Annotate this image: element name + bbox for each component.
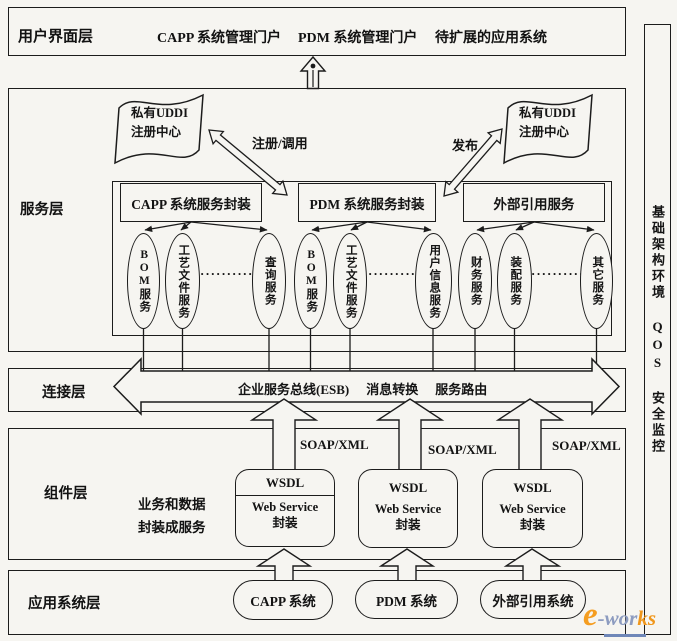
esb-route-label: 服务路由	[435, 382, 488, 397]
ellipsis-dots-1: ·············	[200, 266, 270, 281]
service-label: 工艺文件服务	[177, 243, 190, 319]
service-ellipse-process-file-2: 工艺文件服务	[333, 233, 367, 329]
service-label: 查询服务	[263, 256, 276, 306]
esb-text: 企业服务总线(ESB) 消息转换 服务路由	[238, 379, 487, 398]
service-label: 财务服务	[469, 256, 482, 306]
eworks-mid: -wor	[597, 606, 638, 630]
connection-layer-box	[8, 368, 626, 412]
box-to-service-lines	[144, 221, 595, 233]
wsdl-box-2: WSDL Web Service 封装	[358, 469, 458, 548]
application-layer-box	[8, 570, 626, 635]
wsdl-box-3: WSDL Web Service 封装	[482, 469, 583, 548]
soap-xml-label-3: SOAP/XML	[552, 438, 621, 453]
service-ellipse-other: 其它服务	[580, 233, 613, 329]
app-to-wsdl-arrows	[255, 548, 562, 582]
uddi-left-line2: 注册中心	[131, 125, 182, 139]
eworks-end: ks	[637, 606, 657, 630]
uddi-left-label: 私有UDDI 注册中心	[131, 104, 188, 142]
portal-pdm: PDM 系统管理门户	[298, 31, 418, 46]
uddi-right-label: 私有UDDI 注册中心	[519, 104, 576, 142]
ellipsis-dots-3: ·············	[531, 266, 601, 281]
infrastructure-bar-label: 基础架构环境 QOS 安全监控	[650, 204, 665, 455]
register-invoke-label: 注册/调用	[252, 136, 308, 151]
ui-layer-box	[8, 7, 626, 56]
eworks-underline	[604, 634, 646, 637]
eworks-e: e	[583, 597, 598, 633]
service-ellipse-assembly: 装配服务	[497, 233, 532, 329]
service-label: 用户信息服务	[428, 243, 441, 319]
service-to-esb-lines	[142, 328, 598, 371]
service-ellipse-user-info: 用户信息服务	[415, 233, 452, 329]
service-label: BOM服务	[138, 249, 151, 313]
ui-layer-label: 用户界面层	[18, 29, 94, 45]
connection-layer-label: 连接层	[42, 385, 86, 401]
service-ellipse-bom-2: BOM服务	[294, 233, 327, 329]
wsdl-to-esb-arrows	[249, 398, 565, 471]
service-layer-label: 服务层	[20, 202, 64, 218]
publish-arrow	[443, 128, 503, 197]
wsdl-line1: Web Service	[499, 502, 566, 516]
service-ellipse-bom-1: BOM服务	[127, 233, 160, 329]
capp-wrapper-box: CAPP 系统服务封装	[120, 183, 262, 222]
external-system: 外部引用系统	[480, 580, 586, 619]
service-label: 其它服务	[591, 256, 604, 306]
infrastructure-bar: 基础架构环境 QOS 安全监控	[644, 24, 671, 635]
wsdl-box-1: WSDL Web Service 封装	[235, 469, 335, 547]
service-label: 装配服务	[509, 256, 522, 306]
service-ellipse-query: 查询服务	[252, 233, 286, 329]
pdm-system: PDM 系统	[355, 580, 458, 619]
uddi-left-line1: 私有UDDI	[131, 106, 188, 120]
external-service-box: 外部引用服务	[463, 183, 605, 222]
eworks-watermark: e-works	[583, 599, 656, 632]
soap-xml-label-1: SOAP/XML	[300, 437, 369, 452]
component-desc-line1: 业务和数据	[138, 497, 206, 512]
ui-to-service-arrow	[299, 55, 327, 90]
service-ellipse-process-file-1: 工艺文件服务	[165, 233, 200, 329]
service-label: 工艺文件服务	[344, 243, 357, 319]
ellipsis-dots-2: ·············	[368, 266, 438, 281]
wsdl-line1: Web Service	[374, 502, 442, 516]
wsdl-line2: 封装	[519, 517, 545, 532]
uddi-right-shape	[503, 93, 593, 165]
capp-system: CAPP 系统	[233, 580, 333, 620]
service-ellipse-finance: 财务服务	[458, 233, 492, 329]
service-inner-box	[112, 181, 612, 336]
component-desc-line2: 封装成服务	[138, 520, 206, 535]
wsdl-line2: 封装	[395, 517, 421, 532]
wsdl-title: WSDL	[513, 480, 552, 495]
esb-transform-label: 消息转换	[366, 382, 419, 397]
uddi-left-shape	[114, 93, 204, 165]
wsdl-title: WSDL	[265, 475, 305, 490]
component-layer-box	[8, 428, 626, 560]
wsdl-divider	[236, 495, 334, 496]
uddi-right-line2: 注册中心	[519, 125, 570, 139]
portal-capp: CAPP 系统管理门户	[157, 31, 282, 46]
soap-xml-label-2: SOAP/XML	[428, 442, 497, 457]
register-invoke-arrow	[208, 129, 288, 196]
wsdl-title: WSDL	[388, 480, 428, 495]
wsdl-line1: Web Service	[251, 500, 319, 514]
application-layer-label: 应用系统层	[28, 596, 101, 612]
pdm-wrapper-box: PDM 系统服务封装	[298, 183, 436, 222]
publish-label: 发布	[452, 138, 479, 153]
esb-arrow	[112, 357, 621, 416]
portal-future: 待扩展的应用系统	[435, 31, 547, 46]
esb-bus-label: 企业服务总线(ESB)	[238, 382, 350, 397]
service-label: BOM服务	[305, 249, 318, 313]
uddi-right-line1: 私有UDDI	[519, 106, 576, 120]
component-layer-label: 组件层	[44, 486, 88, 502]
wsdl-line2: 封装	[272, 515, 298, 530]
